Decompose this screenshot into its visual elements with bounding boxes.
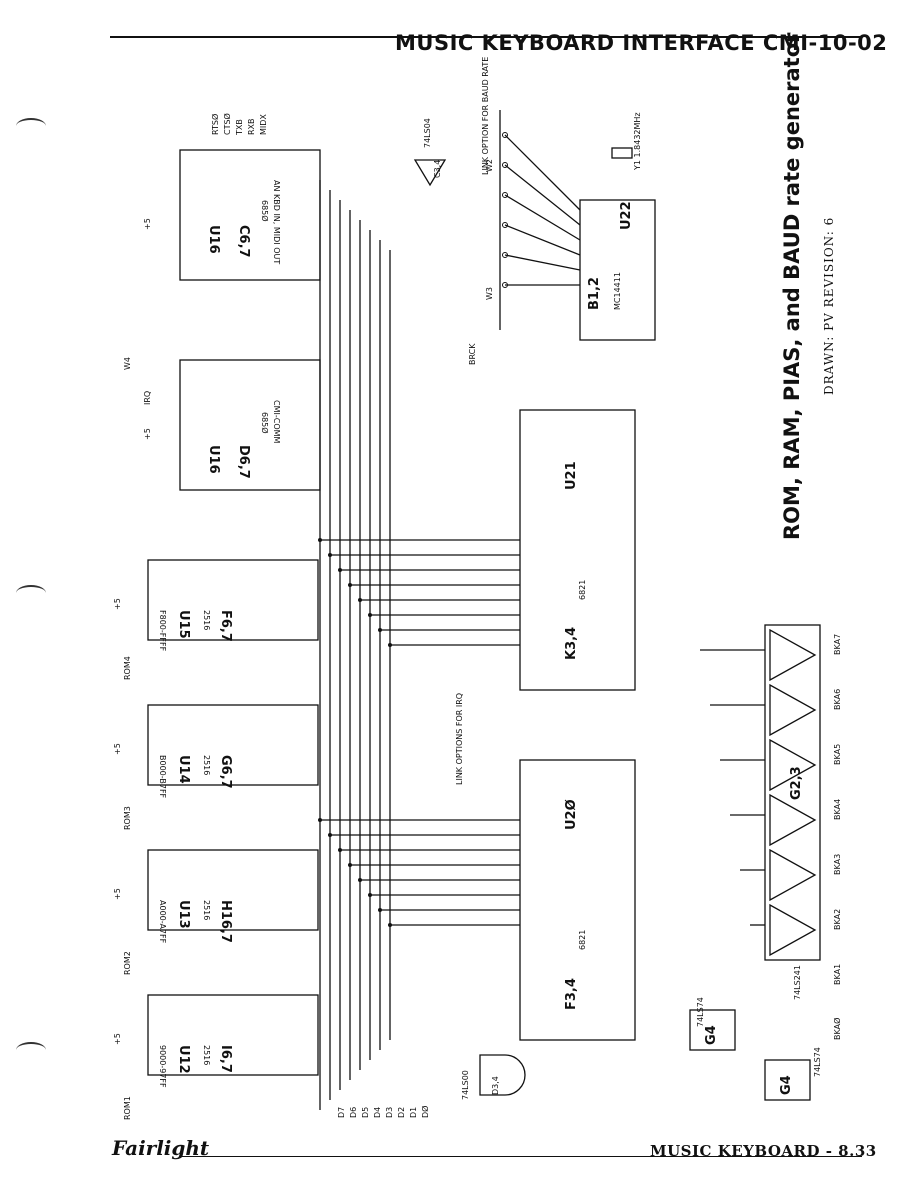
- w4-label: W4: [123, 357, 132, 370]
- nand-part: 74LS00: [461, 1070, 470, 1100]
- plus5-label: +5: [113, 888, 122, 900]
- drawn-revision: DRAWN: PV REVISION: 6: [822, 216, 836, 395]
- u16b-label: D6,7 U16: [206, 445, 251, 479]
- rom2-label: ROM2: [123, 951, 132, 975]
- u22-part: MC14411: [613, 272, 622, 310]
- u13-ref: U13: [176, 900, 191, 929]
- u22-ref: U22: [619, 201, 634, 230]
- plus5-label: +5: [113, 598, 122, 610]
- rts0-label: RTSØ: [210, 114, 220, 135]
- rom3-label: ROM3: [123, 806, 132, 830]
- ff2-ref: G4: [779, 1075, 794, 1095]
- plus5-label: +5: [113, 1033, 122, 1045]
- u15-part: 2516: [202, 610, 211, 630]
- bus-d4: D4: [373, 1107, 382, 1118]
- nand-ref: D3,4: [491, 1076, 500, 1095]
- inv-ref: C3,4: [433, 160, 442, 178]
- u12-ref: U12: [176, 1045, 191, 1074]
- w2-label: W2: [485, 159, 494, 172]
- svg-text:D6,7: D6,7: [236, 445, 251, 479]
- u12-range: 9000-97FF: [158, 1045, 167, 1088]
- u14-part: 2516: [202, 755, 211, 775]
- w3-label: W3: [485, 287, 494, 300]
- ff1-ref: G4: [704, 1025, 719, 1045]
- u13-loc: H16,7: [218, 900, 233, 943]
- buf-ref: G2,3: [789, 766, 804, 800]
- midx-label: MIDX: [259, 114, 268, 135]
- bka7-label: BKA7: [833, 634, 842, 655]
- header-rule: [110, 36, 862, 38]
- u16b-desc: CMI-COMM: [272, 400, 281, 444]
- u14-range: B000-B7FF: [158, 755, 167, 799]
- bus-d5: D5: [361, 1107, 370, 1118]
- u20-ref: U2Ø: [564, 799, 579, 830]
- u15-ref: U15: [176, 610, 191, 639]
- u14-ref: U14: [176, 755, 191, 784]
- rom4-label: ROM4: [123, 656, 132, 680]
- bka2-label: BKA2: [833, 909, 842, 930]
- binder-hole-mark: [16, 118, 46, 134]
- crystal-label: Y1 1.8432MHz: [633, 112, 642, 171]
- page-number: MUSIC KEYBOARD - 8.33: [650, 1142, 877, 1160]
- bka1-label: BKA1: [833, 964, 842, 985]
- brck-label: BRCK: [468, 343, 477, 365]
- bus-d6: D6: [349, 1107, 358, 1118]
- plus5-label: +5: [113, 743, 122, 755]
- bka3-label: BKA3: [833, 854, 842, 875]
- cts0-label: CTSØ: [222, 113, 232, 135]
- footer-rule: [182, 1156, 862, 1157]
- svg-text:U16: U16: [206, 445, 221, 474]
- link-irq-label: LINK OPTIONS FOR IRQ: [455, 693, 464, 785]
- bka0-label: BKAØ: [832, 1018, 842, 1040]
- u21-part: 6821: [578, 580, 587, 600]
- u16a-loc: C6,7: [236, 225, 251, 258]
- bus-d2: D2: [397, 1107, 406, 1118]
- binder-hole-mark: [16, 585, 46, 601]
- u21-ref: U21: [564, 461, 579, 490]
- bus-d0: DØ: [420, 1106, 430, 1118]
- ff1-part: 74LS74: [696, 997, 705, 1027]
- inv-part: 74LS04: [423, 118, 432, 148]
- link-baud-label: LINK OPTION FOR BAUD RATE: [481, 57, 490, 175]
- bus-d7: D7: [337, 1107, 346, 1118]
- bus-d1: D1: [409, 1107, 418, 1118]
- u13-range: A000-A7FF: [158, 900, 167, 944]
- u15-loc: F6,7: [218, 610, 233, 642]
- ff2-part: 74LS74: [813, 1047, 822, 1077]
- bka6-label: BKA6: [833, 689, 842, 710]
- u13-part: 2516: [202, 900, 211, 920]
- u21-loc: K3,4: [564, 627, 579, 660]
- rxb-label: RXB: [247, 118, 256, 135]
- bka4-label: BKA4: [833, 799, 842, 820]
- plus5-label: +5: [143, 428, 152, 440]
- buf-part: 74LS241: [793, 965, 802, 1000]
- u20-part: 6821: [578, 930, 587, 950]
- u22-loc: B1,2: [587, 277, 602, 310]
- u12-loc: I6,7: [218, 1045, 233, 1073]
- u16a-desc: AN KBD IN, MIDI OUT: [272, 180, 281, 264]
- u16a-ref: U16: [206, 225, 221, 254]
- diagram-title: ROM, RAM, PIAS, and BAUD rate generator: [780, 32, 804, 541]
- txb-label: TXB: [235, 119, 244, 136]
- u12-part: 2516: [202, 1045, 211, 1065]
- bka5-label: BKA5: [833, 744, 842, 765]
- u14-loc: G6,7: [218, 755, 233, 789]
- page-title: MUSIC KEYBOARD INTERFACE CMI-10-02: [395, 31, 888, 55]
- irq-label: IRQ: [143, 391, 152, 405]
- rom1-label: ROM1: [123, 1096, 132, 1120]
- bus-d3: D3: [385, 1107, 394, 1118]
- u15-range: F800-FFFF: [158, 610, 167, 652]
- u16b-part: 685Ø: [260, 412, 270, 434]
- u16a-part: 685Ø: [260, 200, 270, 222]
- binder-hole-mark: [16, 1042, 46, 1058]
- plus5-label: +5: [143, 218, 152, 230]
- u20-loc: F3,4: [564, 978, 579, 1010]
